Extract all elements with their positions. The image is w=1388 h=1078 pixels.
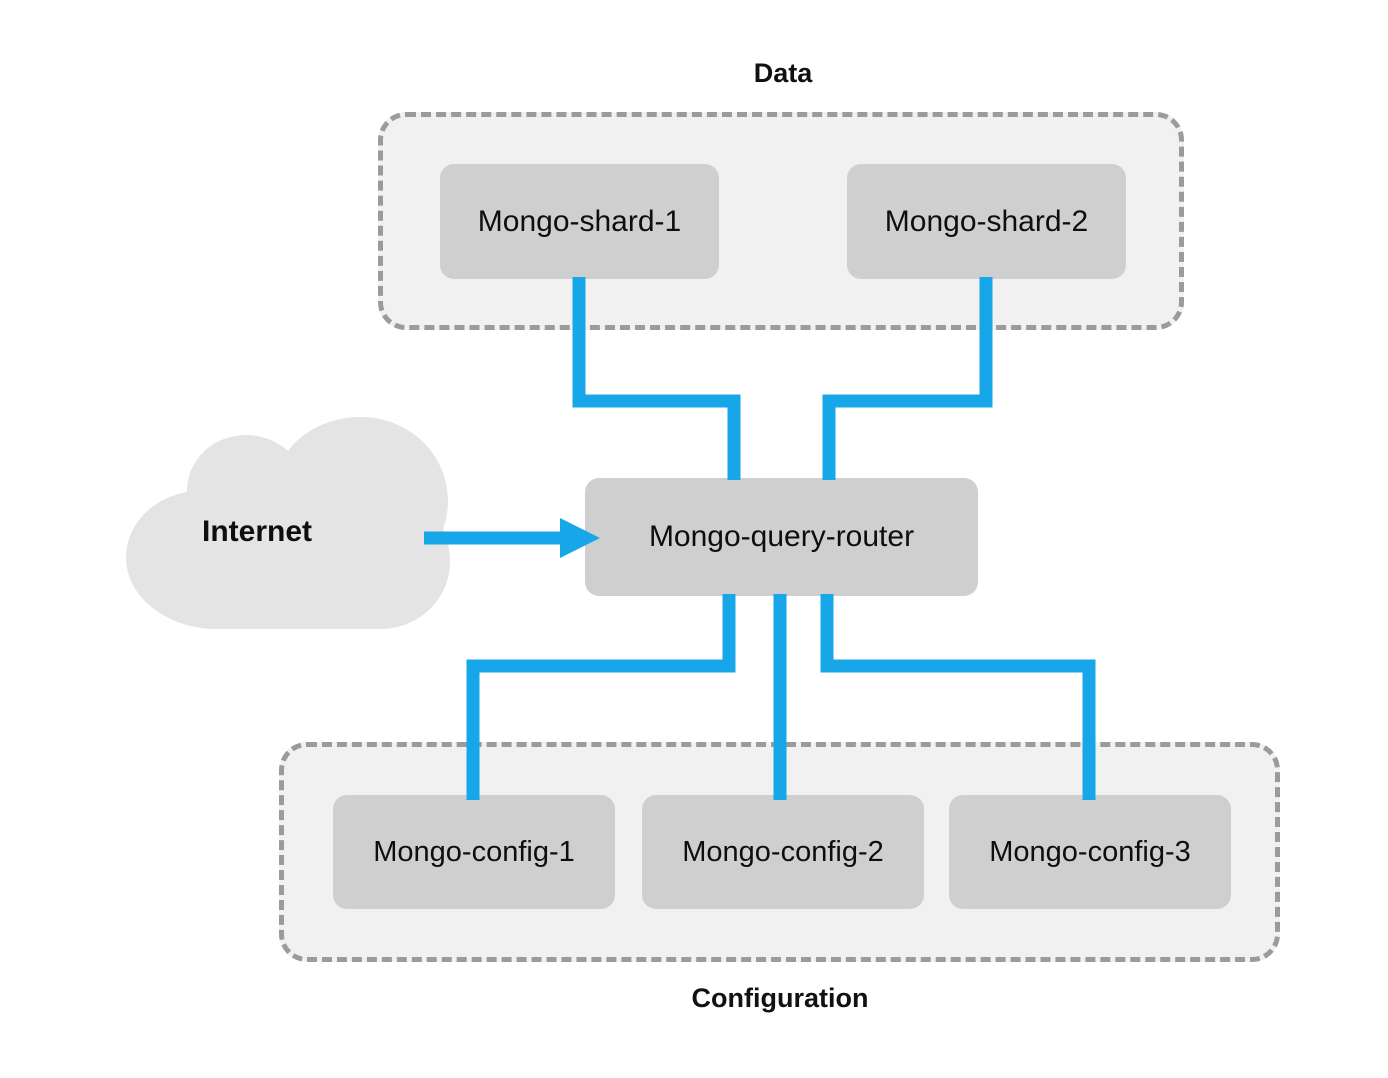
node-label: Mongo-config-3 bbox=[989, 835, 1191, 868]
node-mongo-shard-1[interactable]: Mongo-shard-1 bbox=[440, 164, 719, 279]
node-label: Mongo-shard-2 bbox=[884, 204, 1089, 238]
node-label: Mongo-query-router bbox=[648, 520, 915, 553]
node-mongo-shard-2[interactable]: Mongo-shard-2 bbox=[847, 164, 1126, 279]
node-label: Mongo-config-2 bbox=[682, 835, 884, 868]
node-mongo-config-3[interactable]: Mongo-config-3 bbox=[949, 795, 1231, 909]
cloud-shape: Internet bbox=[112, 415, 457, 633]
node-label: Mongo-shard-1 bbox=[477, 204, 682, 238]
configuration-group-caption: Configuration bbox=[691, 983, 869, 1013]
node-mongo-query-router[interactable]: Mongo-query-router bbox=[585, 478, 978, 596]
cloud-icon bbox=[126, 417, 450, 629]
cloud-label-internet: Internet bbox=[201, 515, 312, 548]
data-group-caption: Data bbox=[753, 58, 813, 88]
node-mongo-config-1[interactable]: Mongo-config-1 bbox=[333, 795, 615, 909]
node-mongo-config-2[interactable]: Mongo-config-2 bbox=[642, 795, 924, 909]
node-label: Mongo-config-1 bbox=[373, 835, 575, 868]
